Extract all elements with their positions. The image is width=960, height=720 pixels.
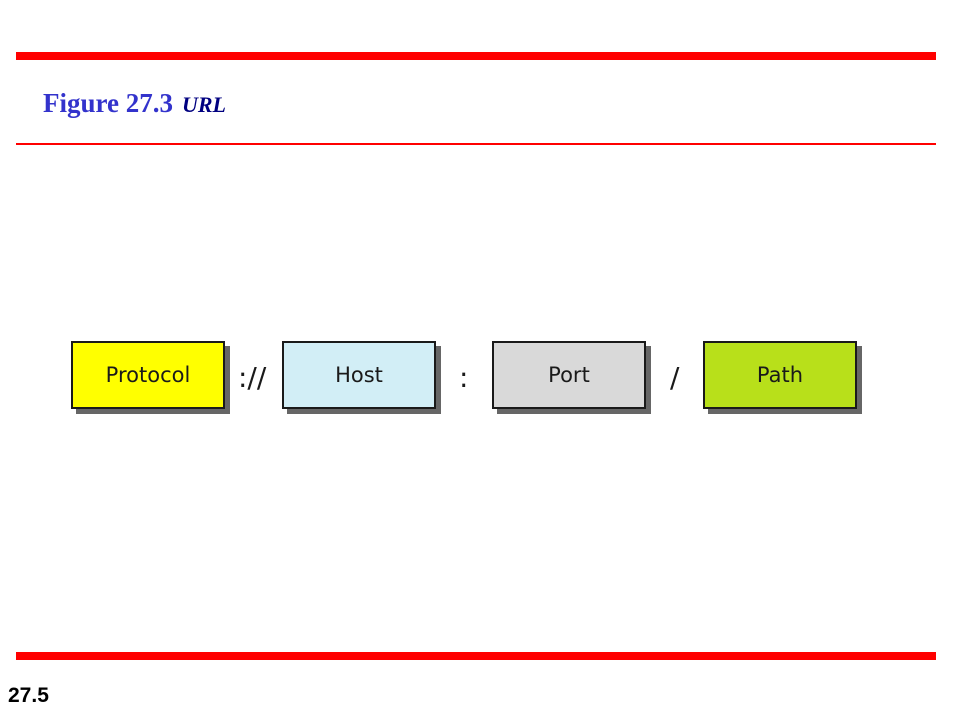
- port-label: Port: [548, 363, 590, 387]
- figure-caption: URL: [182, 92, 226, 117]
- figure-title: Figure 27.3 URL: [43, 88, 226, 119]
- figure-number: Figure 27.3: [43, 88, 173, 118]
- host-box: Host: [282, 341, 436, 409]
- host-label: Host: [335, 363, 383, 387]
- port-box: Port: [492, 341, 646, 409]
- port-separator: :: [459, 361, 469, 394]
- bottom-rule: [16, 652, 936, 660]
- protocol-label: Protocol: [105, 363, 191, 387]
- path-separator: /: [670, 361, 680, 394]
- path-box: Path: [703, 341, 857, 409]
- title-rule: [16, 143, 936, 145]
- protocol-box: Protocol: [71, 341, 225, 409]
- page-number: 27.5: [8, 684, 49, 707]
- path-label: Path: [756, 363, 804, 387]
- top-rule: [16, 52, 936, 60]
- scheme-separator: ://: [238, 361, 267, 394]
